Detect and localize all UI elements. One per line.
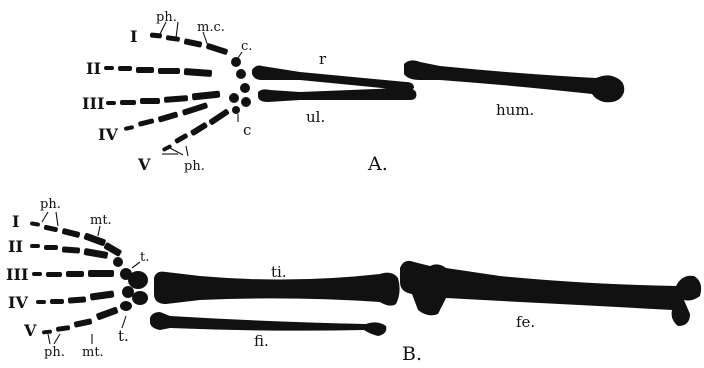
label-tarsal-top: t. <box>140 250 149 265</box>
label-tibia: ti. <box>271 263 287 281</box>
label-metacarpals: m.c. <box>197 20 225 35</box>
label-a-carpal-top: c. <box>241 39 252 54</box>
label-femur: fe. <box>516 313 535 331</box>
digit-III-bones <box>106 91 220 105</box>
digit-II-bones <box>104 66 212 77</box>
label-metatarsals-top: mt. <box>90 213 112 228</box>
panel-b-letter: B. <box>402 343 422 365</box>
digit-label-b-2: II <box>8 237 23 256</box>
digit-label-a-3: III <box>82 94 104 113</box>
radius-bone <box>252 66 414 91</box>
femur-bone <box>400 261 701 326</box>
digit-label-a-4: IV <box>98 125 118 144</box>
foot-digit-IV-bones <box>36 290 114 304</box>
label-a-phalanges-bottom: ph. <box>184 159 205 174</box>
carpal-bones <box>229 57 251 114</box>
ulna-bone <box>258 88 416 103</box>
foot-digit-III-bones <box>32 270 114 277</box>
label-a-carpal-bottom: c <box>243 121 251 139</box>
label-ulna: ul. <box>306 108 325 126</box>
digit-label-a-2: II <box>86 59 101 78</box>
tarsal-bones <box>113 257 148 311</box>
digit-label-b-1: I <box>12 212 19 231</box>
label-b-phalanges-bottom: ph. <box>44 345 65 360</box>
digit-I-bones <box>150 32 229 55</box>
digit-label-a-1: I <box>130 27 137 46</box>
foot-digit-V-bones <box>42 306 119 334</box>
label-metatarsals-bottom: mt. <box>82 345 104 360</box>
panel-b-hindlimb: ph. mt. t. ti. fi. t. ph. mt. fe. B. I I… <box>6 197 701 365</box>
digit-label-b-4: IV <box>8 293 28 312</box>
humerus-bone <box>404 60 624 102</box>
digit-label-b-5: V <box>23 321 37 340</box>
label-humerus: hum. <box>496 101 534 119</box>
digit-label-a-5: V <box>137 155 151 174</box>
digit-IV-bones <box>124 102 209 131</box>
label-fibula: fi. <box>254 332 269 350</box>
digit-label-b-3: III <box>6 265 28 284</box>
foot-digit-II-bones <box>30 244 108 259</box>
label-a-phalanges-top: ph. <box>156 10 177 25</box>
label-b-phalanges-top: ph. <box>40 197 61 212</box>
label-tarsal-bottom: t. <box>118 327 129 345</box>
panel-a-forelimb: ph. m.c. c. r ul. c ph. hum. A. I II III… <box>82 10 624 175</box>
label-radius: r <box>319 50 327 68</box>
panel-a-letter: A. <box>367 153 388 175</box>
